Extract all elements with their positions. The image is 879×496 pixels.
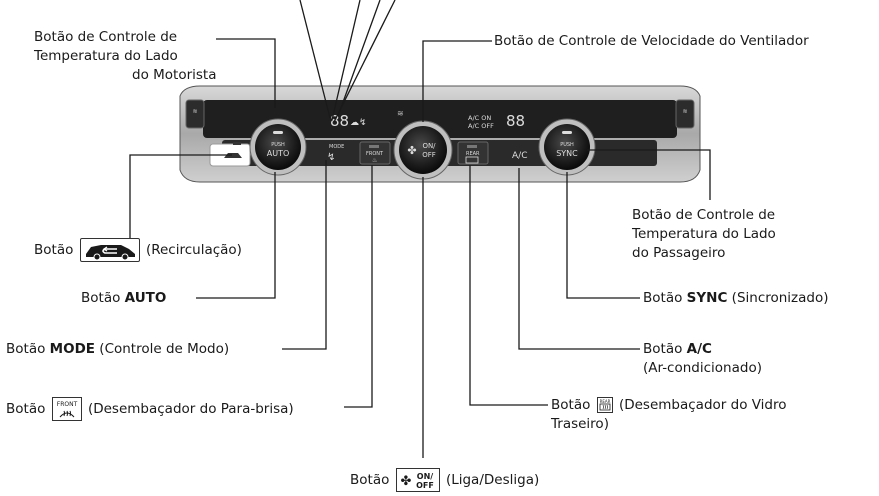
callout-ac — [518, 168, 640, 350]
right-side-icon: ≋ — [682, 108, 687, 115]
mode-label: Botão MODE (Controle de Modo) — [6, 340, 229, 358]
recirculation-car-icon — [79, 238, 140, 262]
front-label-panel: FRONT — [366, 151, 384, 157]
front-defrost-button-panel[interactable] — [359, 141, 391, 165]
front-indicator — [369, 145, 379, 148]
display-left-temp: 88 — [330, 112, 349, 130]
rear-defrost-suffix2: Traseiro) — [551, 416, 609, 432]
passenger-temp-knob[interactable] — [544, 124, 590, 170]
sync-label: Botão SYNC (Sincronizado) — [643, 289, 829, 307]
auto-bold: AUTO — [124, 290, 167, 306]
driver-temp-line3: do Motorista — [132, 67, 217, 83]
display-ac-off: A/C OFF — [468, 122, 494, 130]
center-knob-bottom-text: OFF — [422, 151, 436, 159]
callout-top-left-b — [331, 0, 361, 121]
sync-suffix: (Sincronizado) — [731, 290, 829, 306]
callout-sync — [566, 172, 640, 299]
rear-defrost-prefix: Botão — [551, 397, 591, 413]
recirc-label: Botão (Recirculação) — [34, 238, 242, 262]
mode-bold: MODE — [49, 341, 95, 357]
fan-icon: ✤ ON/ OFF — [395, 468, 440, 492]
callout-driver-temp — [216, 38, 276, 108]
recirc-prefix: Botão — [34, 242, 74, 258]
left-knob-bottom-text: AUTO — [267, 149, 290, 158]
left-knob-top-text: PUSH — [271, 142, 285, 148]
onoff-prefix: Botão — [350, 472, 390, 488]
display-right-temp: 88 — [506, 112, 525, 130]
center-knob-fan-icon: ✤ — [407, 144, 416, 157]
passenger-temp-line1: Botão de Controle de — [632, 207, 776, 223]
fan-speed-knob[interactable] — [399, 126, 447, 174]
mode-suffix: (Controle de Modo) — [99, 341, 230, 357]
callout-top-left-a — [299, 0, 331, 119]
onoff-label: Botão ✤ ON/ OFF (Liga/Desliga) — [350, 468, 539, 492]
callout-mode — [282, 160, 327, 350]
center-knob-top-text: ON/ — [422, 142, 436, 150]
driver-knob-indicator — [273, 131, 283, 134]
rear-label-panel: REAR — [466, 151, 480, 157]
ac-label: Botão A/C (Ar-condicionado) — [643, 340, 762, 378]
front-defrost-label: Botão FRONT (Desembaçador do Para-brisa) — [6, 397, 294, 421]
passenger-knob-indicator — [562, 131, 572, 134]
auto-label: Botão AUTO — [81, 289, 166, 307]
driver-temp-line1: Botão de Controle de — [34, 29, 178, 45]
callout-rear-defrost — [469, 165, 548, 406]
front-defrost-panel-icon: ♨ — [372, 157, 377, 164]
right-knob-bottom-text: SYNC — [556, 149, 578, 158]
rear-defrost-icon: REAR — [596, 397, 613, 413]
rear-defrost-button-panel[interactable] — [457, 141, 489, 165]
callout-front-defrost — [344, 165, 373, 408]
passenger-temp-label: Botão de Controle de Temperatura do Lado… — [632, 206, 776, 263]
right-knob-top-text: PUSH — [560, 142, 574, 148]
ac-bold: A/C — [686, 341, 712, 357]
fan-speed-label: Botão de Controle de Velocidade do Venti… — [494, 33, 809, 49]
mode-label-panel: MODE — [329, 144, 344, 150]
mode-prefix: Botão — [6, 341, 46, 357]
recirc-suffix: (Recirculação) — [145, 242, 242, 258]
front-defrost-icon: FRONT — [51, 397, 82, 421]
display-ac-symbol: ≋ — [397, 109, 404, 118]
driver-temp-line2: Temperatura do Lado — [34, 48, 178, 64]
svg-text:OFF: OFF — [416, 481, 434, 490]
callout-recirc — [129, 154, 232, 244]
recirc-indicator — [233, 142, 241, 145]
svg-text:✤: ✤ — [400, 474, 411, 489]
right-side-button[interactable] — [675, 99, 695, 129]
sync-bold: SYNC — [686, 290, 728, 306]
display-ac-on: A/C ON — [468, 114, 491, 122]
sync-prefix: Botão — [643, 290, 683, 306]
driver-temp-knob[interactable] — [255, 124, 301, 170]
display-fan-icon: ☁↯ — [350, 118, 367, 128]
left-side-button[interactable] — [185, 99, 205, 129]
callout-top-left-c — [333, 0, 396, 123]
mode-icon-panel: ↯ — [327, 152, 335, 163]
onoff-suffix: (Liga/Desliga) — [445, 472, 540, 488]
callout-auto — [196, 172, 276, 299]
front-defrost-prefix: Botão — [6, 401, 46, 417]
callout-passenger-temp — [587, 149, 711, 200]
passenger-temp-line3: do Passageiro — [632, 245, 726, 261]
rear-defrost-suffix: (Desembaçador do Vidro — [618, 397, 787, 413]
rear-defrost-panel-icon — [465, 156, 479, 164]
callout-lines — [129, 0, 711, 458]
svg-text:FRONT: FRONT — [56, 401, 77, 408]
callout-top-left-d — [337, 0, 381, 117]
driver-temp-label: Botão de Controle de Temperatura do Lado… — [34, 28, 216, 85]
front-defrost-suffix: (Desembaçador do Para-brisa) — [87, 401, 294, 417]
left-side-icon: ≋ — [192, 108, 197, 115]
ac-suffix: (Ar-condicionado) — [643, 360, 762, 376]
ac-label-panel: A/C — [512, 151, 527, 161]
callout-fan-speed — [422, 40, 492, 122]
recirc-panel-icon — [224, 153, 242, 158]
svg-text:ON/: ON/ — [416, 472, 432, 481]
rear-indicator — [467, 145, 477, 148]
svg-text:REAR: REAR — [599, 399, 610, 404]
rear-defrost-label: Botão REAR (Desembaçador do Vidro Trasei… — [551, 396, 787, 434]
passenger-temp-line2: Temperatura do Lado — [632, 226, 776, 242]
ac-prefix: Botão — [643, 341, 683, 357]
auto-prefix: Botão — [81, 290, 121, 306]
